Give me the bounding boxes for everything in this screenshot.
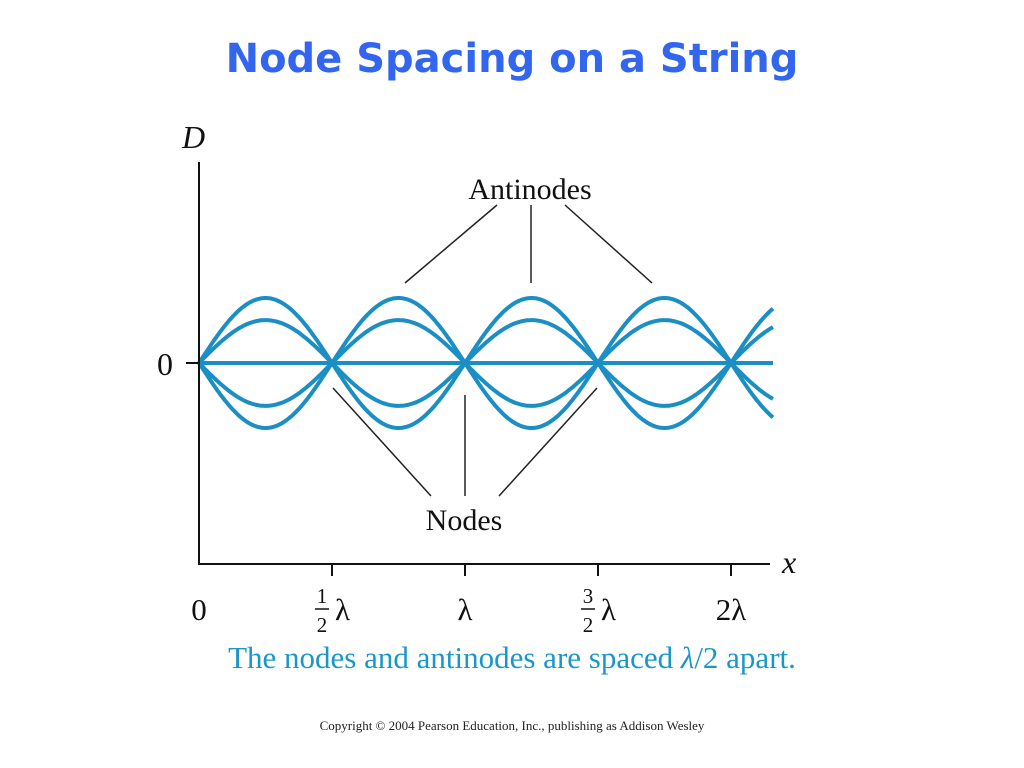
nodes-label: Nodes [426,504,503,537]
antinode-leader [564,204,653,284]
copyright-notice: Copyright © 2004 Pearson Education, Inc.… [319,718,705,733]
fraction-numerator: 1 [317,584,328,608]
y-zero-label: 0 [157,346,173,382]
x-tick-label: 2λ [716,592,747,627]
wave-curve [197,318,774,408]
caption-text-after: /2 apart. [694,640,796,675]
tick-text: 2λ [716,592,747,627]
caption-lambda: λ [680,640,695,675]
x-axis-label: x [781,544,796,580]
wave-curve [197,296,775,430]
wave-curves [197,296,775,430]
node-leader [498,387,598,497]
y-axis-label: D [181,119,205,155]
tick-symbol: λ [601,592,616,627]
tick-text: λ [457,592,472,627]
x-tick-label: λ [457,592,472,627]
fraction-denominator: 2 [583,613,594,637]
wave-curve [197,318,774,408]
tick-text: 0 [191,592,207,627]
antinodes-label: Antinodes [468,173,591,206]
antinode-leader [404,204,498,284]
caption: The nodes and antinodes are spaced λ/2 a… [0,640,1024,676]
tick-symbol: λ [335,592,350,627]
caption-text-before: The nodes and antinodes are spaced [228,640,681,675]
fraction-numerator: 3 [583,584,594,608]
fraction-denominator: 2 [317,613,328,637]
node-leader [332,387,432,497]
slide-title: Node Spacing on a String [225,36,799,82]
node-leaders [332,387,598,497]
antinode-leaders [404,204,653,284]
x-tick-label: 0 [191,592,207,627]
wave-curve [197,296,775,430]
x-axis-ticks [331,564,732,576]
